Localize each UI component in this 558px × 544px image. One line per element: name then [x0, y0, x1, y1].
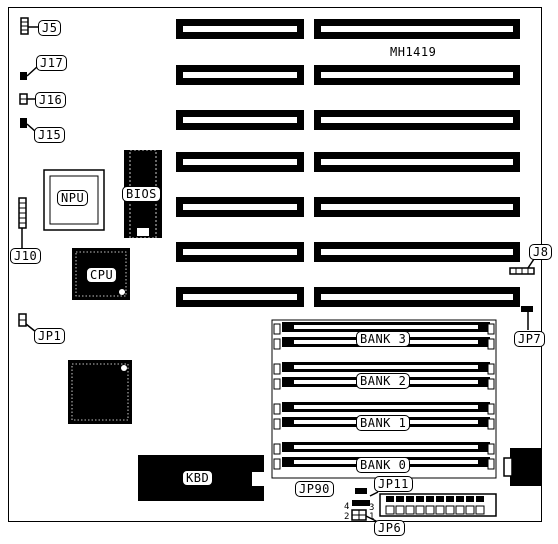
- label-bank-3: BANK 3: [356, 331, 411, 347]
- label-jp6: JP6: [374, 520, 406, 536]
- expansion-slots-right: [314, 19, 520, 307]
- power-connector: [379, 493, 497, 517]
- j10-header: [18, 197, 27, 248]
- label-bank-0: BANK 0: [356, 457, 411, 473]
- jp7-header: [521, 306, 533, 330]
- expansion-slots-left: [176, 19, 304, 307]
- label-j10: J10: [10, 248, 42, 264]
- chipset-chip: [68, 360, 132, 424]
- pin-number-3: 3: [369, 503, 375, 513]
- label-bank-1: BANK 1: [356, 415, 411, 431]
- label-bios: BIOS: [122, 186, 161, 202]
- label-j16: J16: [35, 92, 67, 108]
- label-jp11: JP11: [374, 476, 413, 492]
- label-board-model: MH1419: [390, 45, 437, 59]
- label-j8: J8: [529, 244, 553, 260]
- label-jp1: JP1: [34, 328, 66, 344]
- label-j15: J15: [34, 127, 66, 143]
- label-npu: NPU: [57, 190, 89, 206]
- cpu-chip: [72, 248, 130, 300]
- pin-number-4: 4: [344, 502, 350, 512]
- jp1-header: [18, 313, 37, 333]
- keyboard-connector: [503, 448, 542, 486]
- label-j5: J5: [38, 20, 62, 36]
- label-j17: J17: [36, 55, 68, 71]
- j8-header: [509, 255, 537, 275]
- pin-number-1: 1: [369, 512, 375, 522]
- label-jp90: JP90: [295, 481, 334, 497]
- label-bank-2: BANK 2: [356, 373, 411, 389]
- label-cpu: CPU: [86, 267, 118, 283]
- label-jp7: JP7: [514, 331, 546, 347]
- label-kbd: KBD: [182, 470, 214, 486]
- j17-header: [20, 65, 39, 80]
- pin-number-2: 2: [344, 512, 350, 522]
- j16-header: [19, 93, 35, 105]
